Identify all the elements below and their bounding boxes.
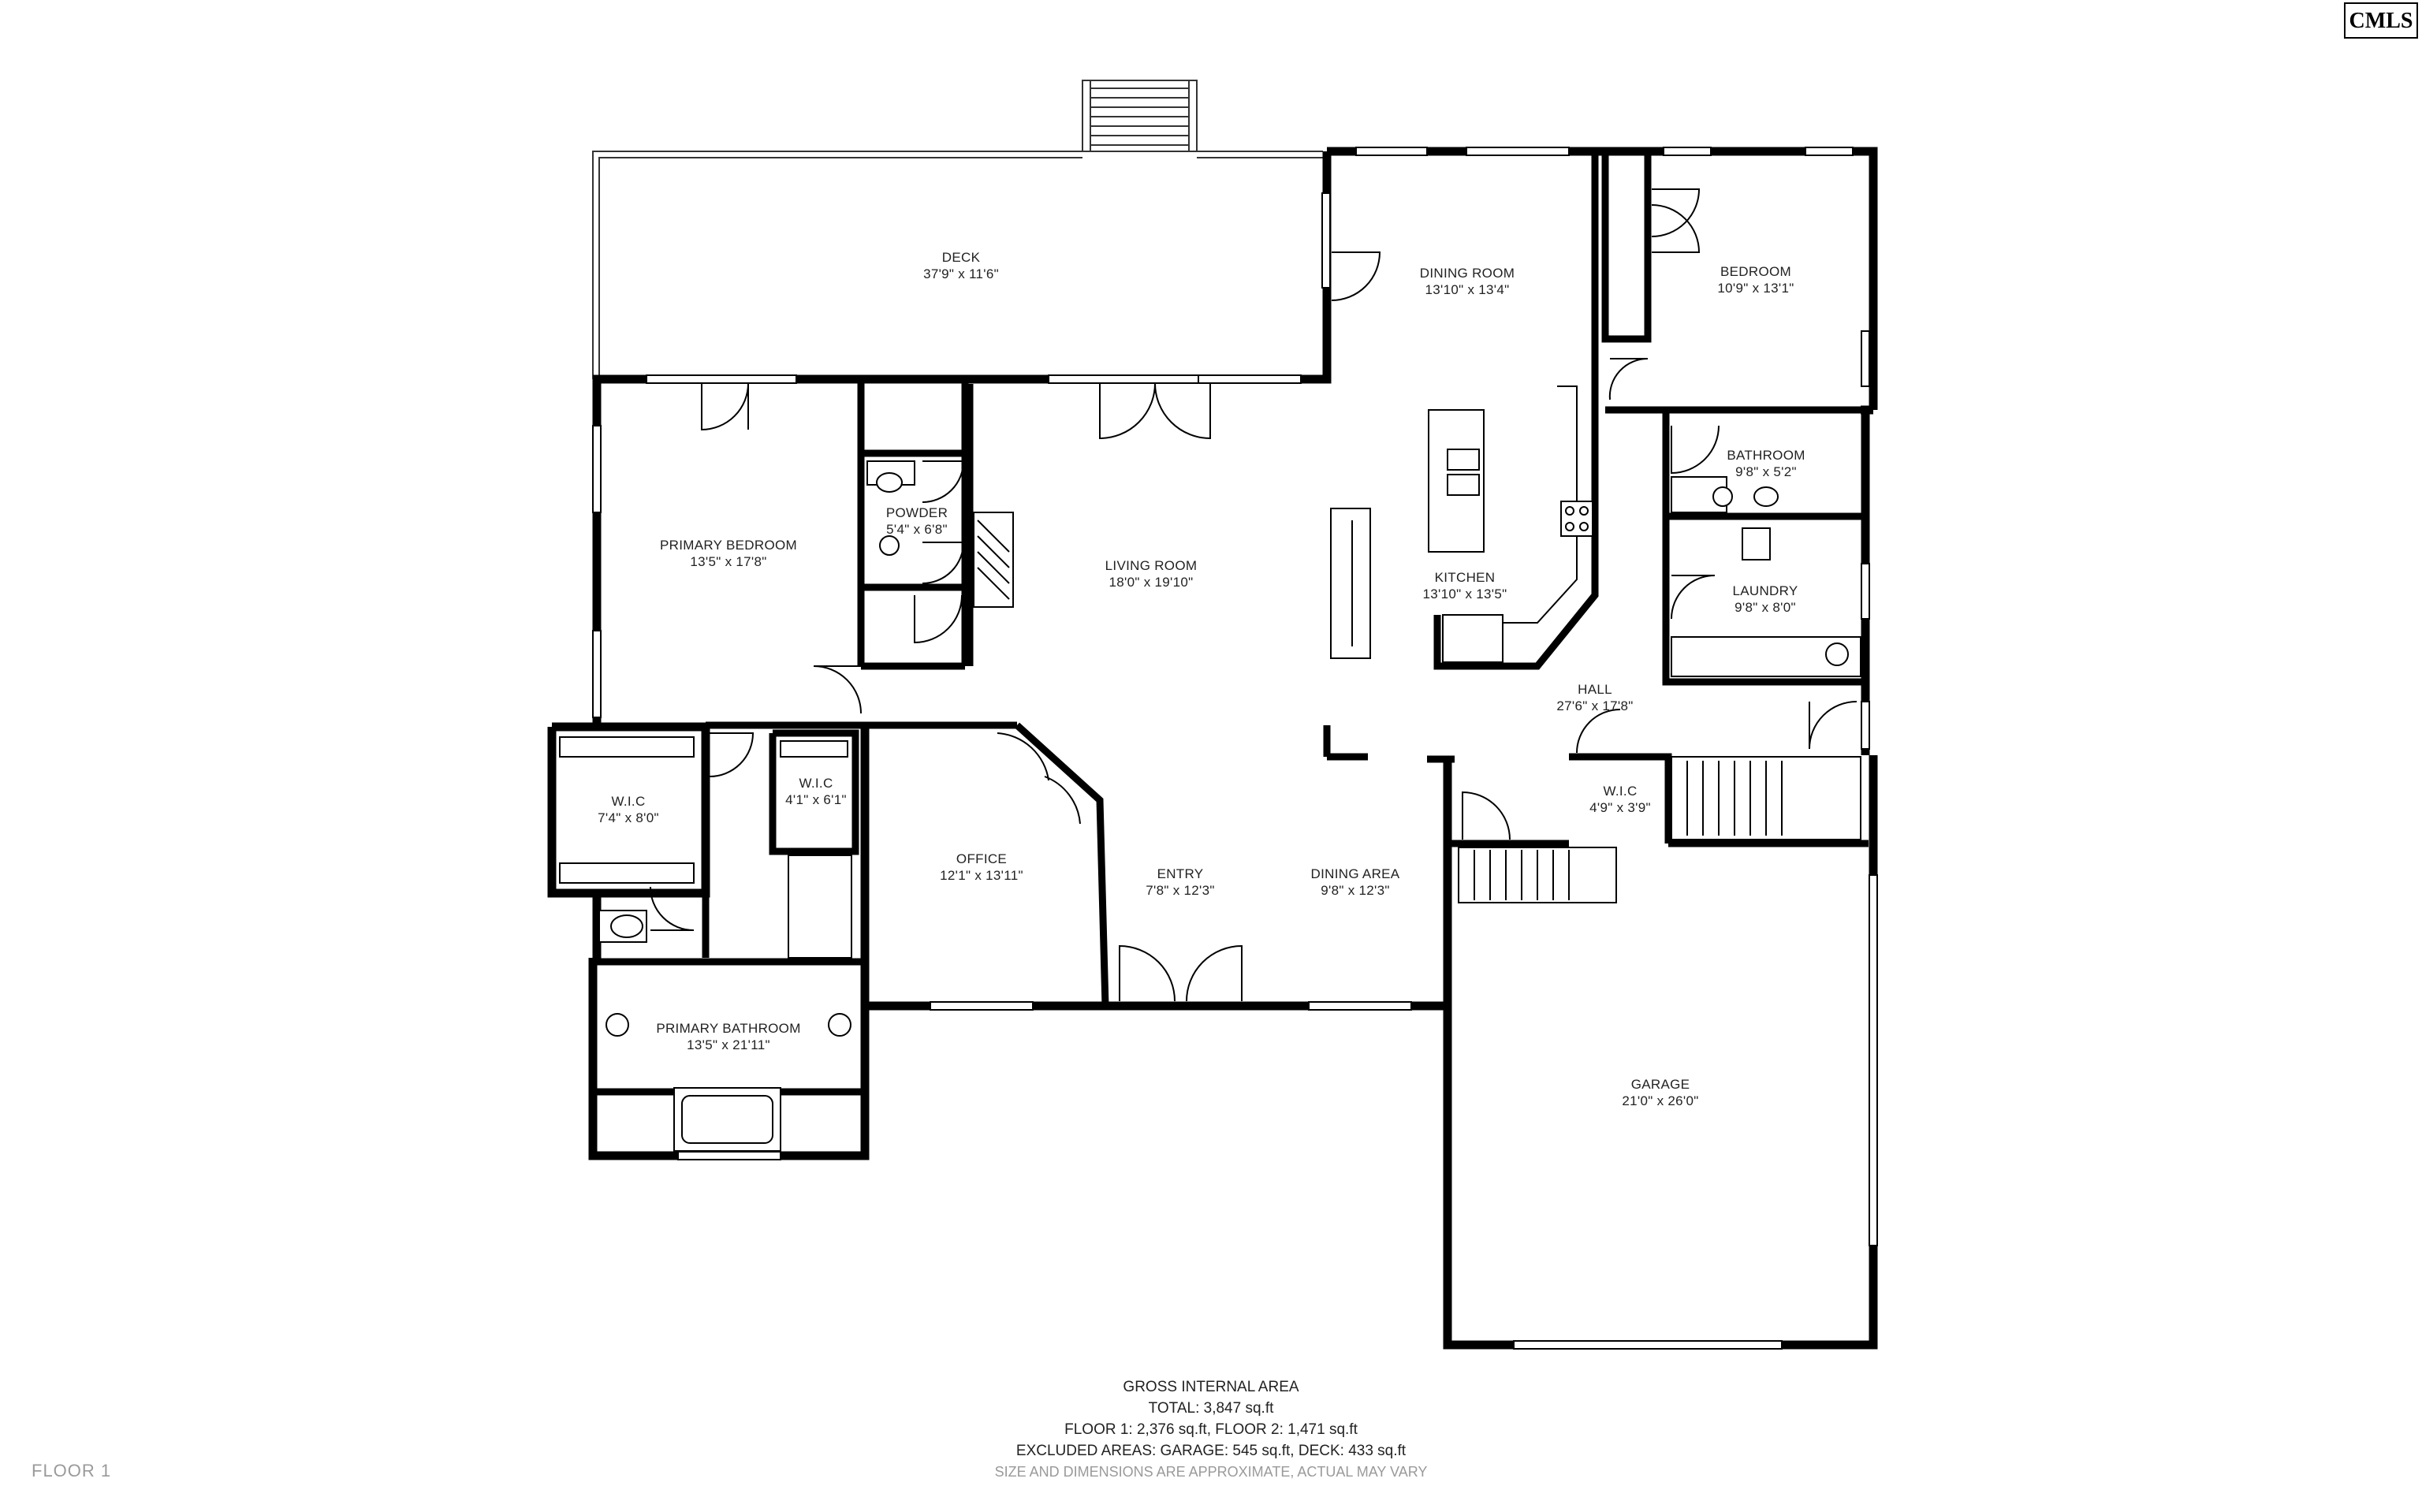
- room-dims: 7'4" x 8'0": [598, 810, 659, 825]
- label-powder: POWDER 5'4" x 6'8": [886, 505, 948, 537]
- room-dims: 10'9" x 13'1": [1717, 281, 1794, 296]
- interior-walls: [597, 151, 1873, 1096]
- label-wic-primary: W.I.C 7'4" x 8'0": [598, 794, 659, 825]
- room-name: W.I.C: [799, 776, 833, 791]
- room-dims: 18'0" x 19'10": [1109, 575, 1194, 590]
- room-dims: 13'10" x 13'4": [1425, 282, 1510, 297]
- room-name: PRIMARY BEDROOM: [660, 538, 797, 553]
- room-name: KITCHEN: [1435, 570, 1496, 585]
- room-name: PRIMARY BATHROOM: [656, 1021, 800, 1036]
- room-name: DECK: [942, 250, 981, 265]
- room-labels: DECK 37'9" x 11'6" DINING ROOM 13'10" x …: [598, 250, 1805, 1108]
- room-dims: 5'4" x 6'8": [886, 522, 948, 537]
- label-bedroom: BEDROOM 10'9" x 13'1": [1717, 264, 1794, 296]
- area-total: TOTAL: 3,847 sq.ft: [1148, 1400, 1274, 1417]
- room-dims: 7'8" x 12'3": [1146, 883, 1214, 898]
- label-dining-area: DINING AREA 9'8" x 12'3": [1311, 866, 1400, 898]
- room-dims: 13'5" x 21'11": [687, 1037, 770, 1052]
- deck-stairs: [1082, 80, 1198, 152]
- room-name: DINING ROOM: [1420, 266, 1515, 281]
- room-name: GARAGE: [1631, 1077, 1690, 1092]
- room-name: W.I.C: [1603, 784, 1637, 799]
- logo-text: CMLS: [2349, 9, 2413, 33]
- room-dims: 9'8" x 8'0": [1735, 600, 1796, 615]
- label-living-room: LIVING ROOM 18'0" x 19'10": [1105, 558, 1198, 590]
- area-floors: FLOOR 1: 2,376 sq.ft, FLOOR 2: 1,471 sq.…: [1064, 1421, 1358, 1438]
- room-name: W.I.C: [611, 794, 645, 809]
- room-name: OFFICE: [956, 851, 1007, 866]
- label-primary-bedroom: PRIMARY BEDROOM 13'5" x 17'8": [660, 538, 797, 569]
- windows: [592, 147, 1878, 1350]
- area-disclaimer: SIZE AND DIMENSIONS ARE APPROXIMATE, ACT…: [994, 1464, 1428, 1480]
- room-dims: 27'6" x 17'8": [1556, 698, 1633, 713]
- room-dims: 37'9" x 11'6": [923, 266, 999, 281]
- label-garage: GARAGE 21'0" x 26'0": [1622, 1077, 1698, 1108]
- label-primary-bathroom: PRIMARY BATHROOM 13'5" x 21'11": [656, 1021, 800, 1052]
- label-entry: ENTRY 7'8" x 12'3": [1146, 866, 1214, 898]
- room-name: BEDROOM: [1720, 264, 1791, 279]
- room-name: POWDER: [886, 505, 948, 520]
- label-office: OFFICE 12'1" x 13'11": [940, 851, 1023, 883]
- room-dims: 13'5" x 17'8": [690, 554, 766, 569]
- room-dims: 9'8" x 5'2": [1735, 464, 1797, 479]
- room-name: HALL: [1578, 682, 1612, 697]
- area-summary: GROSS INTERNAL AREA TOTAL: 3,847 sq.ft F…: [0, 1376, 2422, 1483]
- room-name: DINING AREA: [1311, 866, 1400, 881]
- room-dims: 13'10" x 13'5": [1423, 587, 1507, 601]
- room-dims: 12'1" x 13'11": [940, 868, 1023, 883]
- doors: [650, 188, 1857, 1002]
- label-kitchen: KITCHEN 13'10" x 13'5": [1423, 570, 1507, 601]
- label-deck: DECK 37'9" x 11'6": [923, 250, 999, 281]
- room-dims: 9'8" x 12'3": [1321, 883, 1389, 898]
- fixtures: [559, 385, 1861, 1152]
- area-heading: GROSS INTERNAL AREA: [1123, 1379, 1299, 1395]
- room-name: LAUNDRY: [1732, 583, 1798, 598]
- label-bathroom: BATHROOM 9'8" x 5'2": [1727, 448, 1805, 479]
- room-dims: 4'1" x 6'1": [785, 792, 847, 807]
- room-dims: 4'9" x 3'9": [1589, 800, 1651, 815]
- label-wic-hall: W.I.C 4'9" x 3'9": [1589, 784, 1651, 815]
- room-name: ENTRY: [1157, 866, 1204, 881]
- area-excluded: EXCLUDED AREAS: GARAGE: 545 sq.ft, DECK:…: [1015, 1443, 1407, 1459]
- room-name: BATHROOM: [1727, 448, 1805, 463]
- room-dims: 21'0" x 26'0": [1622, 1093, 1698, 1108]
- label-wic-small: W.I.C 4'1" x 6'1": [785, 776, 847, 807]
- label-laundry: LAUNDRY 9'8" x 8'0": [1732, 583, 1798, 615]
- room-name: LIVING ROOM: [1105, 558, 1198, 573]
- label-dining-room: DINING ROOM 13'10" x 13'4": [1420, 266, 1515, 297]
- cmls-logo: CMLS: [2344, 2, 2418, 39]
- deck-outline: [592, 80, 1323, 379]
- label-hall: HALL 27'6" x 17'8": [1556, 682, 1633, 713]
- floor-label: FLOOR 1: [32, 1461, 112, 1480]
